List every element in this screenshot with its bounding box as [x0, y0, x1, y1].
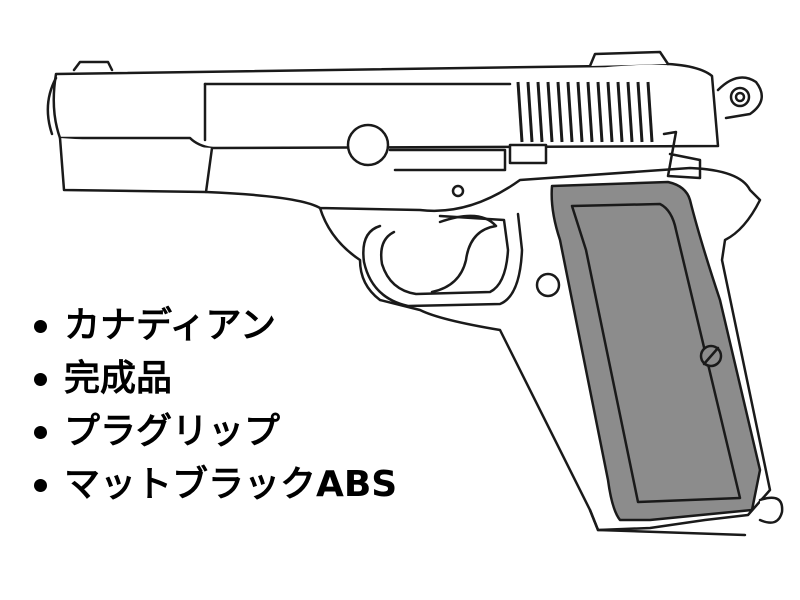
hammer: [716, 76, 763, 120]
feature-text: プラグリップ: [64, 411, 281, 452]
slide-stop: [346, 123, 390, 167]
feature-item: プラグリップ: [34, 414, 397, 450]
lanyard-ring: [758, 496, 784, 524]
feature-text: マットブラックABS: [64, 464, 398, 505]
safety: [662, 130, 702, 180]
bullet-icon: [34, 319, 47, 333]
bullet-icon: [34, 478, 47, 492]
front-sight: [72, 60, 114, 72]
frame-front: [58, 136, 214, 194]
feature-list: カナディアン 完成品 プラグリップ マットブラックABS: [34, 308, 397, 520]
feature-item: マットブラックABS: [34, 467, 397, 503]
trigger: [430, 214, 498, 294]
feature-item: カナディアン: [34, 308, 397, 344]
feature-item: 完成品: [34, 361, 397, 397]
bullet-icon: [34, 425, 47, 439]
rear-sight: [588, 50, 670, 68]
feature-text: カナディアン: [64, 305, 277, 346]
muzzle: [46, 76, 58, 136]
feature-text: 完成品: [64, 358, 173, 399]
mag-release: [508, 143, 548, 165]
bullet-icon: [34, 372, 47, 386]
trigger-guard: [362, 212, 524, 308]
